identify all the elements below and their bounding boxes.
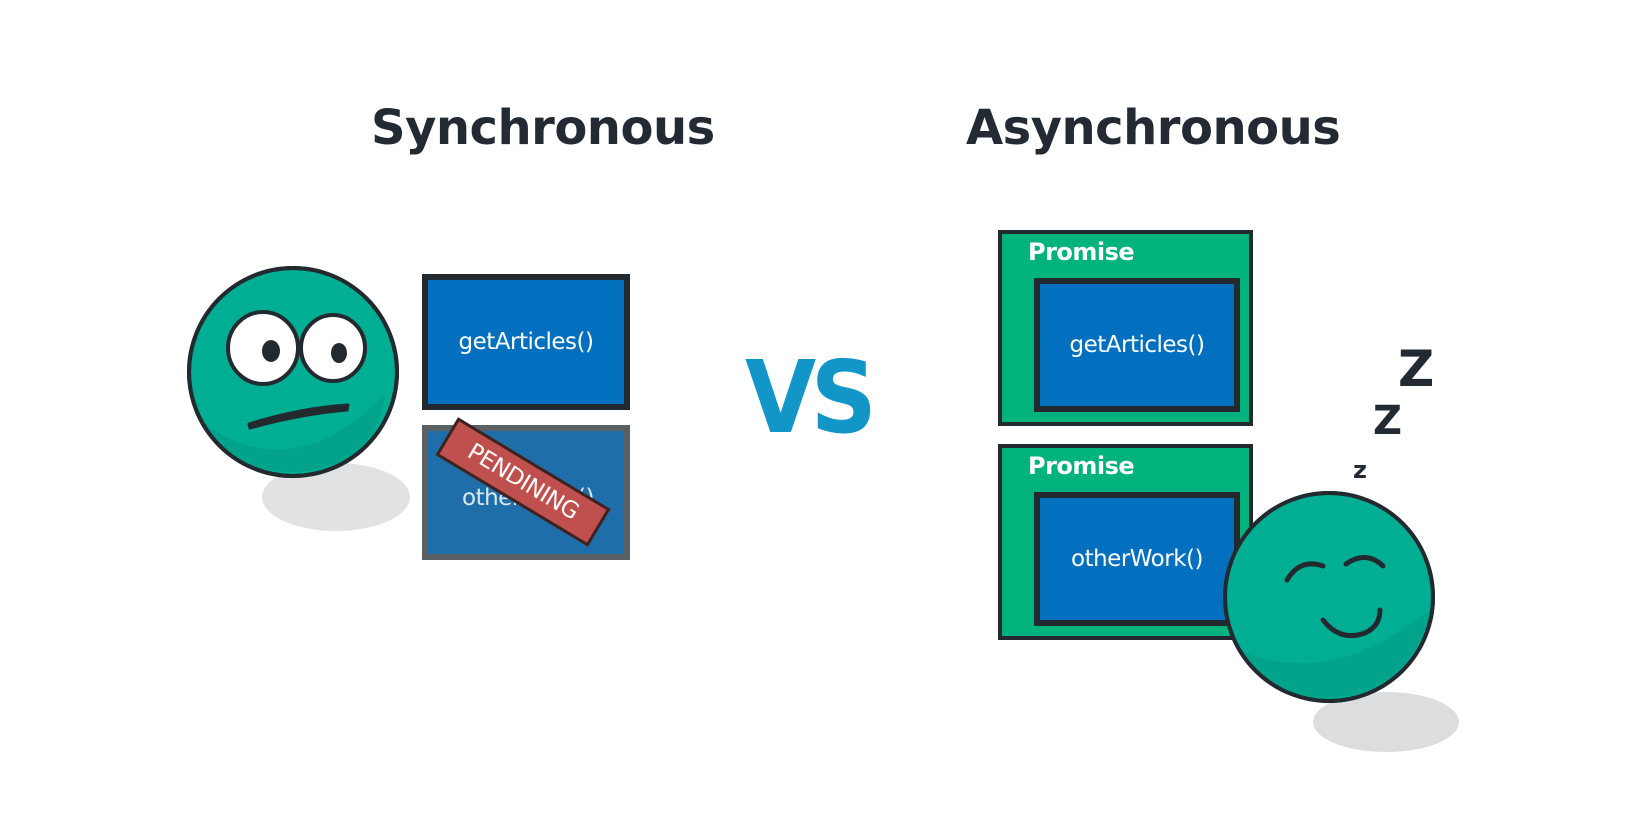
- sleep-z-medium: Z: [1373, 398, 1403, 444]
- async-other-work-label: otherWork(): [1071, 546, 1203, 572]
- promise-label-1: Promise: [1028, 238, 1135, 266]
- sleep-z-large: Z: [1398, 340, 1435, 398]
- promise-box-2: Promise otherWork(): [998, 444, 1253, 640]
- sleeping-face-shadow: [1313, 692, 1459, 752]
- asynchronous-title: Asynchronous: [966, 100, 1341, 156]
- async-get-articles-box: getArticles(): [1034, 278, 1240, 412]
- sync-get-articles-label: getArticles(): [458, 329, 594, 355]
- async-get-articles-label: getArticles(): [1069, 332, 1205, 358]
- sleep-z-small: z: [1353, 456, 1367, 484]
- sleeping-face-icon: [1223, 491, 1435, 703]
- async-other-work-box: otherWork(): [1034, 492, 1240, 626]
- worried-face-shadow: [262, 463, 410, 531]
- promise-label-2: Promise: [1028, 452, 1135, 480]
- vs-label: VS: [745, 339, 877, 456]
- synchronous-title: Synchronous: [371, 100, 715, 156]
- worried-face-icon: [187, 266, 399, 478]
- sleeping-face-icon: [1223, 491, 1435, 703]
- promise-box-1: Promise getArticles(): [998, 230, 1253, 426]
- sync-get-articles-box: getArticles(): [422, 274, 630, 410]
